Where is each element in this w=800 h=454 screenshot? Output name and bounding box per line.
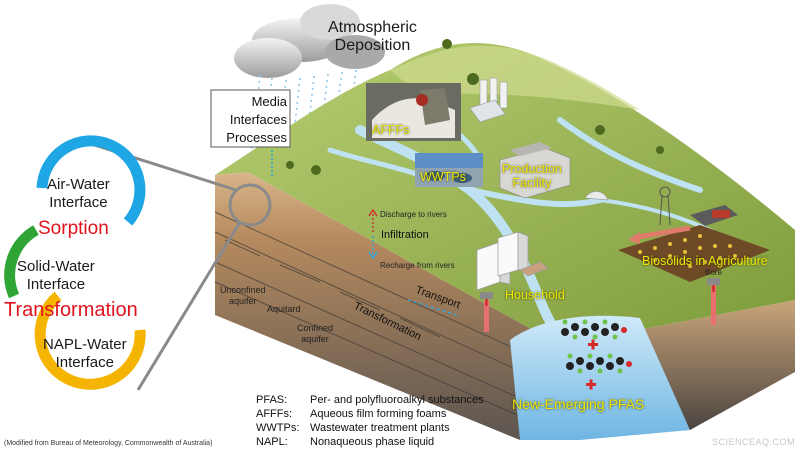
production-facility-icon bbox=[499, 142, 609, 201]
discharge-label: Discharge to rivers bbox=[380, 210, 447, 219]
wwtps-photo bbox=[415, 153, 483, 187]
wwtps-label: WWTPs bbox=[420, 170, 466, 184]
household-label: Household bbox=[505, 288, 565, 302]
biosolids-field-icon bbox=[618, 205, 770, 282]
interfaces-line: Interfaces bbox=[229, 112, 287, 127]
air-water-interface-label: Air-Water Interface bbox=[47, 176, 110, 212]
media-line: Media bbox=[251, 94, 287, 109]
air-water-line1: Air-Water bbox=[47, 176, 110, 193]
solid-water-arc bbox=[4, 225, 39, 299]
confined-aquifer-label: Confined aquifer bbox=[297, 323, 333, 345]
pfas-molecule-icons bbox=[561, 319, 632, 390]
aquifer-strata bbox=[214, 211, 541, 419]
legend-abbr: NAPL: bbox=[256, 436, 288, 448]
recharge-label: Recharge from rivers bbox=[380, 261, 455, 270]
atmospheric-deposition-label: Atmospheric Deposition bbox=[328, 19, 417, 55]
legend-row-pfas: PFAS: Per- and polyfluoroalkyl substances bbox=[256, 394, 484, 406]
windmill-icon bbox=[659, 186, 671, 226]
unconfined-line1: Unconfined bbox=[220, 285, 266, 295]
legend-abbr: WWTPs: bbox=[256, 422, 300, 434]
biosolids-label: Biosolids in Agriculture bbox=[642, 254, 768, 268]
solid-water-line1: Solid-Water bbox=[17, 258, 95, 275]
production-facility-label: Production Facility bbox=[502, 162, 562, 190]
solid-water-line2: Interface bbox=[26, 276, 86, 293]
napl-water-line2: Interface bbox=[55, 354, 114, 371]
legend-desc: Aqueous film forming foams bbox=[310, 408, 447, 420]
atmospheric-line1: Atmospheric bbox=[328, 19, 417, 36]
napl-water-line1: NAPL-Water bbox=[43, 336, 127, 353]
legend-row-wwtps: WWTPs: Wastewater treatment plants bbox=[256, 422, 450, 434]
watermark: SCIENCEAQ.COM bbox=[712, 437, 796, 447]
legend-desc: Per- and polyfluoroalkyl substances bbox=[310, 394, 484, 406]
legend-row-afffs: AFFFs: Aqueous film forming foams bbox=[256, 408, 446, 420]
infiltration-label: Infiltration bbox=[381, 229, 429, 241]
bore-well-icon bbox=[707, 278, 720, 325]
bore-label: Bore bbox=[705, 268, 722, 277]
tree-icons bbox=[286, 39, 664, 175]
household-bore-icon bbox=[480, 292, 493, 332]
media-box-frame bbox=[210, 89, 291, 148]
production-line2: Facility bbox=[512, 176, 552, 190]
solid-water-interface-label: Solid-Water Interface bbox=[17, 258, 95, 294]
production-line1: Production bbox=[502, 162, 562, 176]
processes-line: Processes bbox=[226, 130, 287, 145]
unconfined-aquifer-label: Unconfined aquifer bbox=[220, 285, 266, 307]
air-water-line2: Interface bbox=[49, 194, 108, 211]
sorption-label: Sorption bbox=[38, 218, 109, 239]
water-body bbox=[510, 315, 690, 440]
afffs-photo bbox=[366, 83, 461, 141]
transformation-cycle-label: Transformation bbox=[4, 299, 138, 321]
unconfined-line2: aquifer bbox=[229, 296, 257, 306]
confined-line1: Confined bbox=[297, 323, 334, 333]
household-buildings-icon bbox=[476, 231, 549, 291]
confined-line2: aquifer bbox=[301, 334, 329, 344]
air-water-arc bbox=[36, 135, 146, 226]
media-interfaces-processes-label: Media Interfaces Processes bbox=[211, 93, 287, 147]
new-emerging-pfas-label: New-Emerging PFAS bbox=[512, 396, 645, 412]
legend-desc: Wastewater treatment plants bbox=[310, 422, 450, 434]
legend-abbr: PFAS: bbox=[256, 394, 288, 406]
legend-row-napl: NAPL: Nonaqueous phase liquid bbox=[256, 436, 434, 448]
source-credit: (Modified from Bureau of Meteorology, Co… bbox=[4, 440, 213, 447]
storage-tanks-icon bbox=[469, 77, 508, 123]
atmospheric-line2: Deposition bbox=[334, 37, 411, 54]
legend-abbr: AFFFs: bbox=[256, 408, 293, 420]
napl-water-arc bbox=[34, 291, 146, 390]
legend-desc: Nonaqueous phase liquid bbox=[310, 436, 435, 448]
aquitard-label: Aquitard bbox=[267, 304, 301, 314]
cloud-icon bbox=[234, 4, 385, 78]
interface-cycle bbox=[4, 135, 146, 390]
soil-block-left-face bbox=[215, 172, 560, 440]
napl-water-interface-label: NAPL-Water Interface bbox=[43, 336, 127, 372]
afffs-label: AFFFs bbox=[372, 123, 410, 137]
flow-arrows bbox=[271, 150, 461, 317]
